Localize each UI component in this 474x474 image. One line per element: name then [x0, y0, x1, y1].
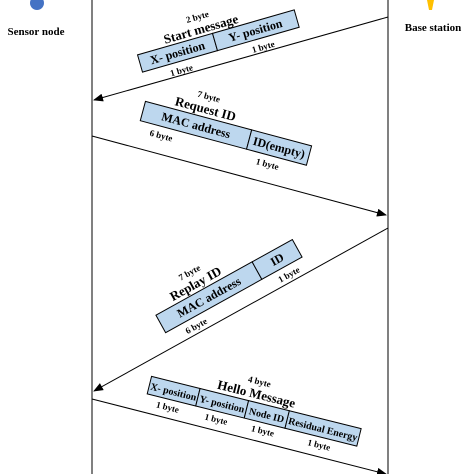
hello-field-node-id-bytes: 1 byte — [250, 423, 275, 438]
replay-field-id-label: ID — [268, 250, 287, 269]
request-id-arrow — [91, 135, 387, 217]
hello-field-residual-energy — [284, 410, 362, 447]
start-field-x-position-bytes: 1 byte — [169, 62, 194, 78]
base-station-label: Base station — [405, 22, 462, 34]
replay-id-arrow — [93, 227, 389, 392]
hello-message-arrow — [91, 398, 387, 474]
request-field-id-empty — [245, 129, 313, 166]
sensor-node-label: Sensor node — [8, 26, 65, 38]
request-field-id-empty-bytes: 1 byte — [255, 156, 280, 172]
hello-field-residual-energy-bytes: 1 byte — [306, 437, 331, 452]
start-message-arrow — [93, 16, 389, 102]
sensor-node-icon — [30, 0, 44, 10]
hello-field-x-position-bytes: 1 byte — [155, 400, 180, 415]
hello-field-y-position-bytes: 1 byte — [204, 412, 229, 427]
request-field-mac-address-bytes: 6 byte — [149, 128, 174, 144]
start-field-y-position — [211, 9, 300, 52]
request-id-packet: 7 byte Request ID MAC address ID(empty) … — [139, 89, 313, 172]
base-station-icon — [427, 0, 434, 10]
replay-field-id — [251, 238, 303, 281]
replay-id-packet: 7 byte Replay ID MAC address ID 6 byte 1… — [155, 238, 303, 336]
start-message-packet: 2 byte Start message X- position Y- posi… — [136, 9, 300, 78]
hello-message-packet: 4 byte Hello Message X- position Y- posi… — [146, 374, 362, 453]
